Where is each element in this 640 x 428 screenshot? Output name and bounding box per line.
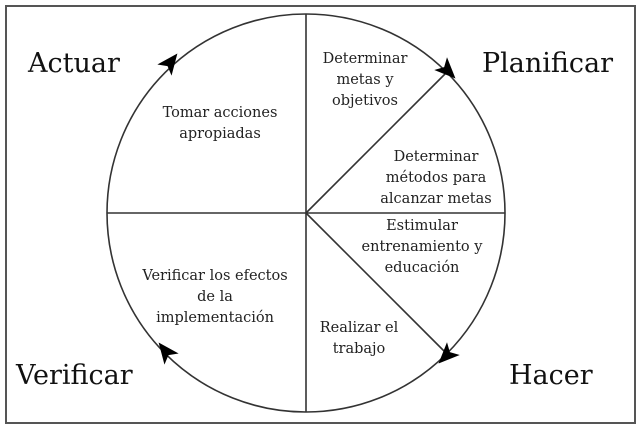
diagram-border bbox=[5, 5, 636, 424]
step-line: implementación bbox=[156, 310, 274, 326]
phase-label-actuar: Actuar bbox=[28, 48, 120, 79]
step-estimular: Estimular entrenamiento y educación bbox=[340, 216, 504, 279]
phase-label-planificar: Planificar bbox=[482, 48, 614, 79]
step-line: Determinar bbox=[393, 149, 479, 165]
arrow-verificar-to-actuar-icon bbox=[158, 342, 179, 365]
diagonal-divider-upper bbox=[305, 71, 448, 214]
phase-label-hacer: Hacer bbox=[509, 360, 593, 391]
step-line: Estimular bbox=[386, 218, 458, 234]
arrow-actuar-to-planificar-icon bbox=[157, 53, 178, 76]
step-line: métodos para bbox=[385, 170, 487, 186]
arrow-hacer-to-verificar-icon bbox=[438, 342, 460, 364]
step-line: Tomar acciones bbox=[162, 105, 278, 121]
step-determinar-metodos: Determinar métodos para alcanzar metas bbox=[368, 147, 504, 210]
step-line: alcanzar metas bbox=[380, 191, 492, 207]
step-line: entrenamiento y bbox=[361, 239, 483, 255]
step-line: trabajo bbox=[332, 341, 386, 357]
step-line: Verificar los efectos bbox=[142, 268, 288, 284]
step-verificar-efectos: Verificar los efectos de la implementaci… bbox=[124, 266, 306, 329]
arrow-planificar-to-hacer-icon bbox=[434, 57, 456, 79]
step-line: metas y bbox=[336, 72, 394, 88]
step-line: Realizar el bbox=[319, 320, 399, 336]
step-line: educación bbox=[384, 260, 460, 276]
step-line: de la bbox=[197, 289, 233, 305]
step-tomar-acciones: Tomar acciones apropiadas bbox=[140, 103, 300, 145]
step-determinar-metas: Determinar metas y objetivos bbox=[306, 49, 424, 112]
diagonal-divider-lower bbox=[305, 212, 448, 355]
step-line: apropiadas bbox=[179, 126, 261, 142]
step-realizar: Realizar el trabajo bbox=[306, 318, 412, 360]
phase-label-verificar: Verificar bbox=[16, 360, 133, 391]
step-line: Determinar bbox=[322, 51, 408, 67]
step-line: objetivos bbox=[332, 93, 398, 109]
